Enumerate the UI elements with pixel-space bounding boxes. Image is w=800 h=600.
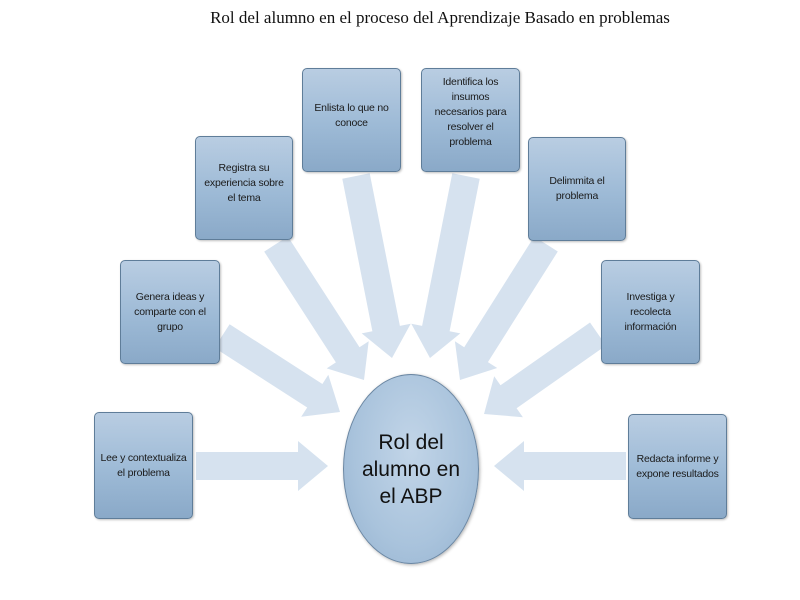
arrow-investiga bbox=[484, 322, 606, 418]
arrow-enlista bbox=[342, 173, 411, 358]
arrow-registra bbox=[264, 236, 369, 380]
arrow-identifica bbox=[411, 173, 480, 358]
center-label: Rol del alumno en el ABP bbox=[361, 430, 461, 508]
node-identifica-insumos: Identifica los insumos necesarios para r… bbox=[421, 68, 520, 172]
node-lee-contextualiza: Lee y contextualiza el problema bbox=[94, 412, 193, 519]
arrow-lee bbox=[196, 441, 328, 491]
node-delimita: Delimmita el problema bbox=[528, 137, 626, 241]
node-label: Delimmita el problema bbox=[549, 175, 605, 202]
node-label: Genera ideas y comparte con el grupo bbox=[134, 290, 206, 333]
center-circle: Rol del alumno en el ABP bbox=[343, 374, 479, 564]
node-label: Identifica los insumos necesarios para r… bbox=[434, 76, 507, 148]
diagram-title: Rol del alumno en el proceso del Aprendi… bbox=[210, 8, 670, 27]
node-enlista: Enlista lo que no conoce bbox=[302, 68, 401, 172]
node-registra-experiencia: Registra su experiencia sobre el tema bbox=[195, 136, 293, 240]
node-redacta-informe: Redacta informe y expone resultados bbox=[628, 414, 727, 519]
node-investiga: Investiga y recolecta información bbox=[601, 260, 700, 364]
arrow-redacta bbox=[494, 441, 626, 491]
node-label: Investiga y recolecta información bbox=[624, 290, 677, 333]
node-genera-ideas: Genera ideas y comparte con el grupo bbox=[120, 260, 220, 364]
arrow-genera bbox=[214, 324, 340, 417]
node-label: Enlista lo que no conoce bbox=[314, 102, 389, 129]
node-label: Lee y contextualiza el problema bbox=[100, 451, 187, 479]
node-label: Registra su experiencia sobre el tema bbox=[204, 162, 284, 204]
arrow-delimita bbox=[454, 236, 558, 380]
node-label: Redacta informe y expone resultados bbox=[636, 452, 719, 480]
